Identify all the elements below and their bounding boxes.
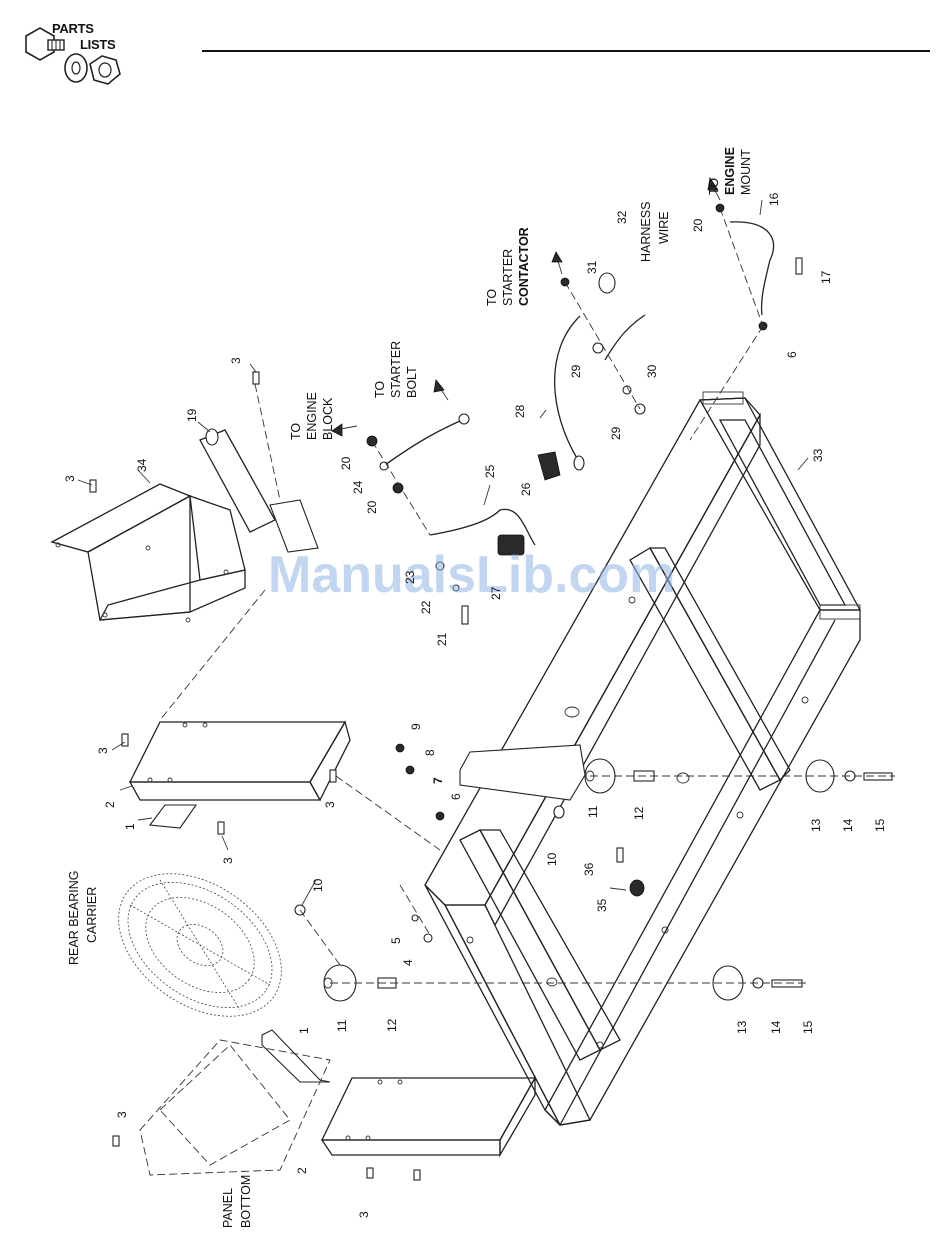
svg-text:31: 31 xyxy=(585,260,599,274)
label-to-engine-block: TO ENGINE BLOCK xyxy=(289,392,335,440)
svg-text:TO: TO xyxy=(289,423,303,440)
svg-text:14: 14 xyxy=(769,1020,783,1034)
svg-text:1: 1 xyxy=(123,823,137,830)
rear-bearing-carrier xyxy=(92,844,308,1046)
svg-text:21: 21 xyxy=(435,632,449,646)
callout-numbers: 3 19 34 3 3 2 1 3 3 10 9 8 7 6 10 11 12 … xyxy=(63,192,887,1218)
svg-text:6: 6 xyxy=(449,793,463,800)
svg-text:ENGINE: ENGINE xyxy=(723,147,737,195)
svg-text:26: 26 xyxy=(519,482,533,496)
svg-text:20: 20 xyxy=(365,500,379,514)
svg-text:28: 28 xyxy=(513,404,527,418)
svg-text:12: 12 xyxy=(632,806,646,820)
svg-text:19: 19 xyxy=(185,408,199,422)
svg-text:36: 36 xyxy=(582,862,596,876)
svg-text:10: 10 xyxy=(545,852,559,866)
svg-text:TO: TO xyxy=(373,381,387,398)
svg-text:7: 7 xyxy=(431,777,445,784)
svg-text:ENGINE: ENGINE xyxy=(305,392,319,440)
svg-text:32: 32 xyxy=(615,210,629,224)
svg-text:33: 33 xyxy=(811,448,825,462)
svg-text:6: 6 xyxy=(785,351,799,358)
svg-text:TO: TO xyxy=(707,178,721,195)
svg-text:34: 34 xyxy=(135,458,149,472)
svg-text:20: 20 xyxy=(339,456,353,470)
svg-text:17: 17 xyxy=(819,270,833,284)
svg-text:3: 3 xyxy=(63,475,77,482)
svg-text:BOTTOM: BOTTOM xyxy=(239,1175,253,1228)
label-panel-bottom: PANEL BOTTOM xyxy=(221,1175,253,1228)
svg-text:29: 29 xyxy=(609,426,623,440)
svg-text:9: 9 xyxy=(409,723,423,730)
svg-text:27: 27 xyxy=(489,586,503,600)
svg-text:24: 24 xyxy=(351,480,365,494)
svg-text:14: 14 xyxy=(841,818,855,832)
svg-text:BOLT: BOLT xyxy=(405,366,419,398)
svg-text:CARRIER: CARRIER xyxy=(85,887,99,943)
svg-text:STARTER: STARTER xyxy=(501,249,515,306)
svg-text:WIRE: WIRE xyxy=(657,211,671,244)
svg-text:12: 12 xyxy=(385,1018,399,1032)
svg-text:4: 4 xyxy=(401,959,415,966)
svg-text:10: 10 xyxy=(311,878,325,892)
svg-text:15: 15 xyxy=(801,1020,815,1034)
svg-text:2: 2 xyxy=(295,1167,309,1174)
svg-text:PANEL: PANEL xyxy=(221,1188,235,1228)
svg-text:5: 5 xyxy=(389,937,403,944)
svg-text:TO: TO xyxy=(485,289,499,306)
svg-text:REAR BEARING: REAR BEARING xyxy=(67,871,81,965)
svg-text:BLOCK: BLOCK xyxy=(321,397,335,440)
svg-text:16: 16 xyxy=(767,192,781,206)
svg-text:22: 22 xyxy=(419,600,433,614)
svg-text:HARNESS: HARNESS xyxy=(639,202,653,262)
svg-text:CONTACTOR: CONTACTOR xyxy=(517,227,531,306)
svg-text:3: 3 xyxy=(357,1211,371,1218)
svg-text:11: 11 xyxy=(335,1019,349,1032)
svg-text:11: 11 xyxy=(586,805,600,818)
label-to-starter-contactor: TO STARTER CONTACTOR xyxy=(485,227,531,306)
svg-text:STARTER: STARTER xyxy=(389,341,403,398)
fasteners xyxy=(90,204,802,1180)
svg-text:29: 29 xyxy=(569,364,583,378)
svg-text:3: 3 xyxy=(221,857,235,864)
label-harness-wire: HARNESS WIRE xyxy=(639,202,671,262)
svg-text:MOUNT: MOUNT xyxy=(739,149,753,195)
svg-text:13: 13 xyxy=(809,818,823,832)
svg-text:8: 8 xyxy=(423,749,437,756)
side-panel-lower xyxy=(322,1078,535,1155)
svg-text:25: 25 xyxy=(483,464,497,478)
svg-text:1: 1 xyxy=(297,1027,311,1034)
svg-text:3: 3 xyxy=(323,801,337,808)
svg-text:3: 3 xyxy=(229,357,243,364)
side-panel-upper xyxy=(130,722,350,800)
label-rear-bearing-carrier: REAR BEARING CARRIER xyxy=(67,871,99,965)
svg-text:2: 2 xyxy=(103,801,117,808)
angle-bracket-lower xyxy=(262,1030,330,1082)
vibration-mount-right xyxy=(460,745,892,800)
watermark-text: ManualsLib.com xyxy=(268,546,675,604)
label-to-engine-mount: TO ENGINE MOUNT xyxy=(707,147,753,195)
label-to-starter-bolt: TO STARTER BOLT xyxy=(373,341,419,398)
svg-text:35: 35 xyxy=(595,898,609,912)
svg-text:15: 15 xyxy=(873,818,887,832)
svg-text:13: 13 xyxy=(735,1020,749,1034)
svg-text:3: 3 xyxy=(115,1111,129,1118)
svg-text:3: 3 xyxy=(96,747,110,754)
angle-bracket-upper xyxy=(150,805,196,828)
svg-text:23: 23 xyxy=(403,570,417,584)
svg-text:20: 20 xyxy=(691,218,705,232)
svg-text:30: 30 xyxy=(645,364,659,378)
